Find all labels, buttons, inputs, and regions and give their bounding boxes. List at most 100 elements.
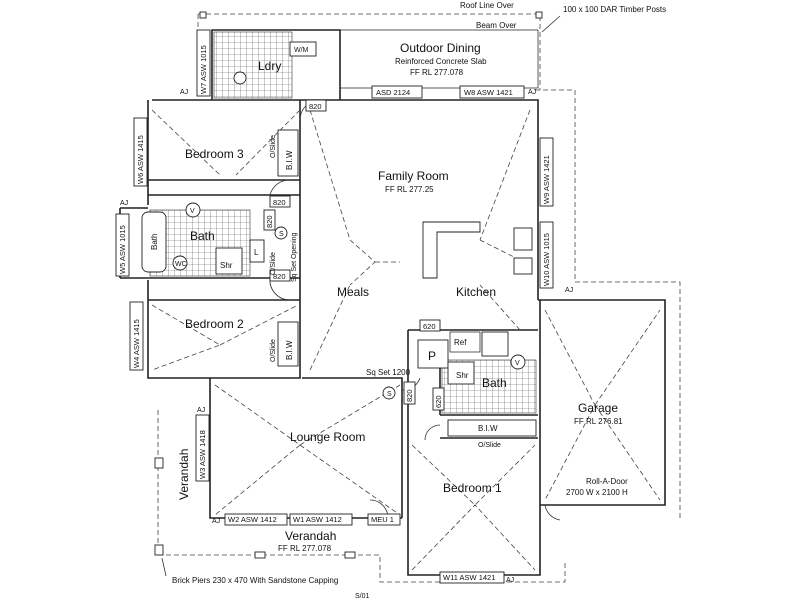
room-family: Family Room: [378, 169, 449, 183]
window-w8: W8 ASW 1421: [464, 88, 513, 97]
window-w1: W1 ASW 1412: [293, 515, 342, 524]
kitchen-cooktop: [513, 257, 533, 275]
bath-tub: [141, 211, 167, 273]
oslide-bedroom1: O/Slide: [478, 442, 501, 449]
biw-bedroom2: [277, 321, 299, 367]
room-bedroom3: Bedroom 3: [185, 147, 244, 161]
shower-left-label: Shr: [220, 261, 233, 270]
door-820-lounge: 820: [405, 389, 414, 402]
biw-bedroom1-label: B.I.W: [478, 424, 498, 433]
vanity-right: [510, 354, 526, 370]
linen-label: L: [254, 248, 259, 257]
biw-bedroom2-label: B.I.W: [285, 340, 294, 360]
roof-line: [157, 13, 681, 583]
room-verandah-front: Verandah: [285, 529, 336, 543]
room-outdoor-dining: Outdoor Dining: [400, 41, 481, 55]
wc-left: [172, 255, 188, 271]
smoke-detector-left: [274, 226, 288, 240]
meter-box: MEU 1: [371, 515, 394, 524]
room-meals: Meals: [337, 285, 369, 299]
biw-bedroom3-label: B.I.W: [285, 150, 294, 170]
aj-marker-garage: AJ: [565, 287, 573, 294]
pantry-box: [417, 339, 449, 369]
window-w7: W7 ASW 1015: [199, 45, 208, 94]
door-820-laundry: 820: [309, 102, 322, 111]
family-room-rl: FF RL 277.25: [385, 185, 434, 194]
room-garage: Garage: [578, 401, 618, 415]
ref-label: Ref: [454, 338, 467, 347]
door-820-bath-c: 820: [273, 272, 286, 281]
room-laundry: Ldry: [258, 59, 281, 73]
smoke-detector-left-label: S: [279, 231, 284, 238]
door-820-bath-a: 820: [273, 198, 286, 207]
window-w3: W3 ASW 1418: [198, 430, 207, 479]
shower-left: [215, 247, 243, 275]
room-bedroom1: Bedroom 1: [443, 481, 502, 495]
vanity-right-label: V: [515, 360, 520, 367]
roll-a-door-size: 2700 W x 2100 H: [566, 488, 628, 497]
room-verandah-side: Verandah: [177, 449, 191, 500]
shower-right-label: Shr: [456, 371, 469, 380]
aj-marker: AJ: [180, 89, 188, 96]
door-620-pantry: 620: [423, 322, 436, 331]
bath-tub-label: Bath: [150, 234, 159, 250]
linen-box: [249, 239, 265, 263]
beam-over-note: Beam Over: [476, 21, 517, 30]
brick-piers-leader: [161, 557, 167, 577]
roof-line-note: Roof Line Over: [460, 1, 514, 10]
vanity-left: [185, 202, 201, 218]
window-w2: W2 ASW 1412: [228, 515, 277, 524]
aj-marker-front: AJ: [197, 407, 205, 414]
room-bath-left: Bath: [190, 229, 215, 243]
biw-bedroom3: [277, 129, 299, 177]
ref-box: [449, 331, 481, 353]
sq-set-opening: Sq Set Opening: [291, 232, 298, 282]
section-marker: S/01: [355, 593, 370, 600]
sq-set-1200: Sq Set 1200: [366, 368, 411, 377]
svg-text:100 x 100 DAR Timber Posts: 100 x 100 DAR Timber Posts: [563, 5, 666, 14]
pantry-label: P: [428, 349, 436, 363]
window-w6: W6 ASW 1415: [136, 135, 145, 184]
brick-piers-note: Brick Piers 230 x 470 With Sandstone Cap…: [172, 576, 338, 585]
smoke-detector-right-label: S: [387, 391, 392, 398]
aj-marker-right: AJ: [528, 89, 536, 96]
shower-right: [447, 361, 475, 385]
smoke-detector-right: [382, 386, 396, 400]
window-w5: W5 ASW 1015: [118, 225, 127, 274]
window-w9: W9 ASW 1421: [542, 155, 551, 204]
door-820-bath-b: 820: [265, 215, 274, 228]
kitchen-sink: [513, 227, 533, 251]
floor-waste-laundry: [233, 71, 247, 85]
door-swings: [269, 99, 561, 521]
outdoor-dining-rl: FF RL 277.078: [410, 68, 464, 77]
door-asd: ASD 2124: [376, 88, 410, 97]
aj-marker-w11: AJ: [506, 577, 514, 584]
window-w10: W10 ASW 1015: [542, 233, 551, 286]
outdoor-dining-slab-label: Reinforced Concrete Slab: [395, 57, 487, 66]
oslide-bedroom3: O/Slide: [270, 135, 277, 158]
roll-a-door: Roll-A-Door: [586, 477, 628, 486]
timber-posts-note: 100 x 100 DAR Timber Posts: [563, 5, 666, 14]
door-tags: 820 820 820 820 620 820 620: [263, 99, 445, 411]
garage-rl: FF RL 276.81: [574, 417, 623, 426]
room-bath-right: Bath: [482, 376, 507, 390]
room-lounge: Lounge Room: [290, 430, 365, 444]
aj-marker-left: AJ: [120, 200, 128, 207]
kitchen-stove: [481, 331, 509, 357]
biw-bedroom1: [447, 419, 537, 437]
window-w11: W11 ASW 1421: [443, 573, 495, 582]
vanity-left-label: V: [190, 208, 195, 215]
aj-marker-bottom: AJ: [212, 518, 220, 525]
room-kitchen: Kitchen: [456, 285, 496, 299]
oslide-bedroom2: O/Slide: [270, 339, 277, 362]
window-tags: W7 ASW 1015 ASD 2124 W8 ASW 1421 W6 ASW …: [115, 29, 554, 584]
verandah-front-rl: FF RL 277.078: [278, 544, 332, 553]
wc-left-label: WC: [175, 261, 187, 268]
timber-posts-leader: [541, 15, 561, 33]
oslide-bath-left: O/Slide: [270, 252, 277, 275]
room-bedroom2: Bedroom 2: [185, 317, 244, 331]
window-w4: W4 ASW 1415: [132, 319, 141, 368]
brick-piers: [154, 11, 543, 559]
kitchen-island: [422, 221, 481, 279]
laundry-floor: [213, 31, 293, 99]
